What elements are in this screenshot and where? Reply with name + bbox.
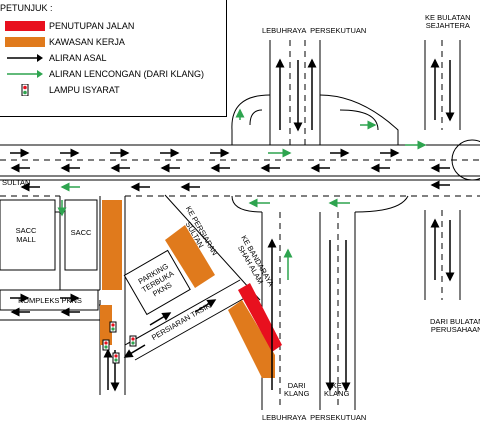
- legend-item-detour-flow: ALIRAN LENCONGAN (DARI KLANG): [5, 68, 225, 80]
- label-dari-bulatan: DARI BULATAN PERUSAHAAN: [430, 317, 480, 334]
- label-ke-klang: KE KLANG: [324, 381, 350, 398]
- detour-flow-arrows: [57, 108, 427, 280]
- legend-item-road-closure: PENUTUPAN JALAN: [5, 20, 225, 32]
- work-zones: [100, 200, 275, 378]
- label-lebuhraya-top: LEBUHRAYA PERSEKUTUAN: [262, 26, 367, 35]
- work-zone-kompleks: [100, 305, 112, 345]
- label-lebuhraya-bottom: LEBUHRAYA PERSEKUTUAN: [262, 413, 367, 422]
- green-arrow-icon: [7, 70, 43, 78]
- legend-item-work-zone: KAWASAN KERJA: [5, 36, 225, 48]
- label-dari-klang: DARI KLANG: [284, 381, 310, 398]
- buildings: [0, 199, 191, 316]
- kompleks-pkns-label: KOMPLEKS PKNS: [18, 296, 82, 305]
- work-zone-persiaran-sultan: [165, 225, 215, 288]
- work-zone-sacc: [102, 200, 122, 290]
- legend-item-traffic-light: LAMPU ISYARAT: [5, 84, 225, 96]
- road-closure: [238, 283, 282, 352]
- legend: PETUNJUK : PENUTUPAN JALAN KAWASAN KERJA…: [0, 0, 227, 117]
- federal-highway: [231, 40, 480, 410]
- sacc-block: [64, 199, 98, 271]
- sacc-mall-block: [0, 199, 56, 271]
- label-sultan: SULTAN: [2, 178, 31, 187]
- label-bulatan-top: KE BULATAN SEJAHTERA: [425, 13, 471, 30]
- traffic-light-icon: [21, 84, 29, 96]
- parking-block: [123, 249, 191, 316]
- orange-bar-icon: [5, 37, 45, 47]
- legend-item-original-flow: ALIRAN ASAL: [5, 52, 225, 64]
- original-flow-arrows: [10, 58, 455, 392]
- black-arrow-icon: [7, 54, 43, 62]
- sacc-label: SACC: [70, 228, 92, 237]
- legend-title: PETUNJUK :: [0, 3, 53, 13]
- work-zone-bandaraya: [228, 300, 275, 378]
- traffic-lights: [102, 321, 137, 364]
- sacc-mall-label: SACC MALL: [15, 226, 37, 244]
- red-bar-icon: [5, 21, 45, 31]
- main-highway: [0, 144, 480, 213]
